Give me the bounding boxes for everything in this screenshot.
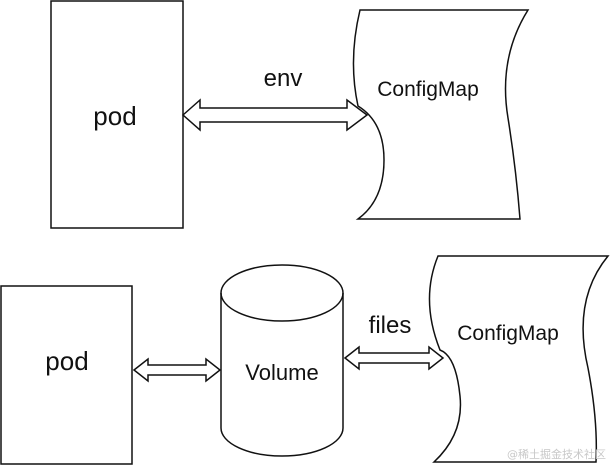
bottom-pod-volume-arrow xyxy=(132,357,222,383)
bottom-row: pod Volume files ConfigMap xyxy=(0,255,610,465)
watermark-text: @稀土掘金技术社区 xyxy=(507,448,606,461)
files-label: files xyxy=(369,312,412,339)
volume-cylinder-top xyxy=(220,264,344,322)
volume-cylinder-body xyxy=(220,293,344,457)
top-row: pod env ConfigMap xyxy=(50,0,530,229)
top-env-label: env xyxy=(264,65,303,92)
bottom-pod-box xyxy=(0,285,133,465)
bottom-configmap-shape xyxy=(428,255,610,463)
volume-cylinder xyxy=(220,264,344,457)
top-configmap-shape xyxy=(352,9,530,220)
top-configmap-label: ConfigMap xyxy=(377,78,479,101)
bottom-configmap-label: ConfigMap xyxy=(457,322,559,345)
volume-label: Volume xyxy=(245,360,318,385)
top-pod-label: pod xyxy=(93,101,136,131)
bottom-files-arrow xyxy=(343,345,445,371)
top-env-arrow xyxy=(181,98,369,132)
bottom-pod-label: pod xyxy=(45,346,88,376)
